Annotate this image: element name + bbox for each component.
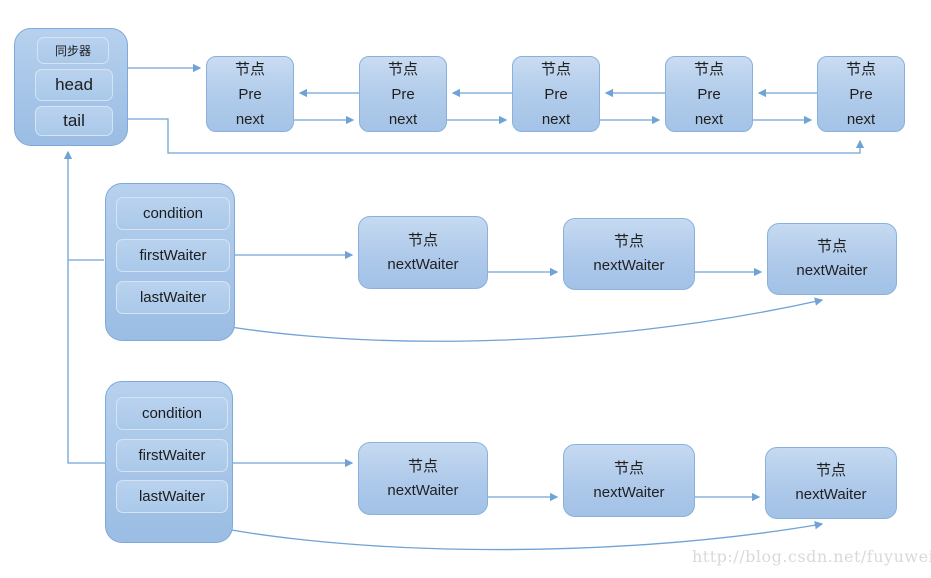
condition-label: condition bbox=[116, 397, 228, 430]
condition-label-text: condition bbox=[141, 405, 203, 422]
node-title: 节点 bbox=[540, 60, 571, 78]
synchronizer-label-text: 同步器 bbox=[54, 44, 91, 58]
watermark-url: http://blog.csdn.net/fuyuwei20 bbox=[692, 547, 931, 566]
node-pre-field: Pre bbox=[697, 85, 721, 103]
synchronizer-box: 同步器 head tail bbox=[14, 28, 128, 146]
node-title: 节点 bbox=[613, 233, 644, 250]
node-title: 节点 bbox=[845, 60, 876, 78]
node-next-field: next bbox=[846, 110, 876, 128]
node-pre-field: Pre bbox=[238, 85, 262, 103]
node-next-field: next bbox=[541, 110, 571, 128]
sync-queue-node-4: 节点 Pre next bbox=[665, 56, 753, 132]
condition-box-1: condition firstWaiter lastWaiter bbox=[105, 183, 235, 341]
node-title: 节点 bbox=[693, 60, 724, 78]
condition2-node-2: 节点 nextWaiter bbox=[563, 444, 695, 517]
node-pre-field: Pre bbox=[849, 85, 873, 103]
node-nextwaiter-field: nextWaiter bbox=[593, 257, 665, 274]
head-field-text: head bbox=[55, 75, 93, 94]
condition-box-2: condition firstWaiter lastWaiter bbox=[105, 381, 233, 543]
tail-field-text: tail bbox=[63, 111, 85, 130]
node-pre-field: Pre bbox=[544, 85, 568, 103]
last-waiter-field: lastWaiter bbox=[116, 281, 230, 314]
tail-to-last-node-arrow bbox=[126, 118, 865, 154]
condition1-node-2: 节点 nextWaiter bbox=[563, 218, 695, 290]
sync-queue-node-5: 节点 Pre next bbox=[817, 56, 905, 132]
node-title: 节点 bbox=[387, 60, 418, 78]
last-waiter-text: lastWaiter bbox=[139, 289, 207, 306]
sync-queue-node-2: 节点 Pre next bbox=[359, 56, 447, 132]
first-waiter-field: firstWaiter bbox=[116, 239, 230, 272]
condition1-node-3: 节点 nextWaiter bbox=[767, 223, 897, 295]
condition1-node-1: 节点 nextWaiter bbox=[358, 216, 488, 289]
conditions-to-synchronizer-arrow bbox=[63, 150, 105, 464]
node-next-field: next bbox=[235, 110, 265, 128]
last-waiter-field: lastWaiter bbox=[116, 480, 228, 513]
first-waiter-text: firstWaiter bbox=[139, 247, 207, 264]
condition2-node-3: 节点 nextWaiter bbox=[765, 447, 897, 519]
lastwaiter1-curve-arrow bbox=[171, 297, 824, 342]
node-nextwaiter-field: nextWaiter bbox=[387, 481, 459, 499]
condition2-node-1: 节点 nextWaiter bbox=[358, 442, 488, 515]
first-waiter-field: firstWaiter bbox=[116, 439, 228, 472]
sync-queue-node-1: 节点 Pre next bbox=[206, 56, 294, 132]
head-field: head bbox=[35, 69, 113, 101]
condition-label: condition bbox=[116, 197, 230, 230]
node-title: 节点 bbox=[815, 462, 846, 479]
sync-queue-node-3: 节点 Pre next bbox=[512, 56, 600, 132]
node-nextwaiter-field: nextWaiter bbox=[796, 262, 868, 279]
lastwaiter2-curve-arrow bbox=[169, 516, 824, 551]
node-title: 节点 bbox=[816, 238, 847, 255]
node-title: 节点 bbox=[407, 231, 438, 249]
node-title: 节点 bbox=[407, 457, 438, 475]
node-nextwaiter-field: nextWaiter bbox=[593, 483, 665, 501]
node-nextwaiter-field: nextWaiter bbox=[795, 486, 867, 503]
node-nextwaiter-field: nextWaiter bbox=[387, 255, 459, 273]
synchronizer-label: 同步器 bbox=[37, 37, 109, 64]
node-title: 节点 bbox=[613, 459, 644, 477]
node-next-field: next bbox=[694, 110, 724, 128]
last-waiter-text: lastWaiter bbox=[138, 488, 206, 505]
node-pre-field: Pre bbox=[391, 85, 415, 103]
condition-label-text: condition bbox=[142, 205, 204, 222]
node-title: 节点 bbox=[234, 60, 265, 78]
tail-field: tail bbox=[35, 106, 113, 136]
node-next-field: next bbox=[388, 110, 418, 128]
first-waiter-text: firstWaiter bbox=[138, 447, 206, 464]
